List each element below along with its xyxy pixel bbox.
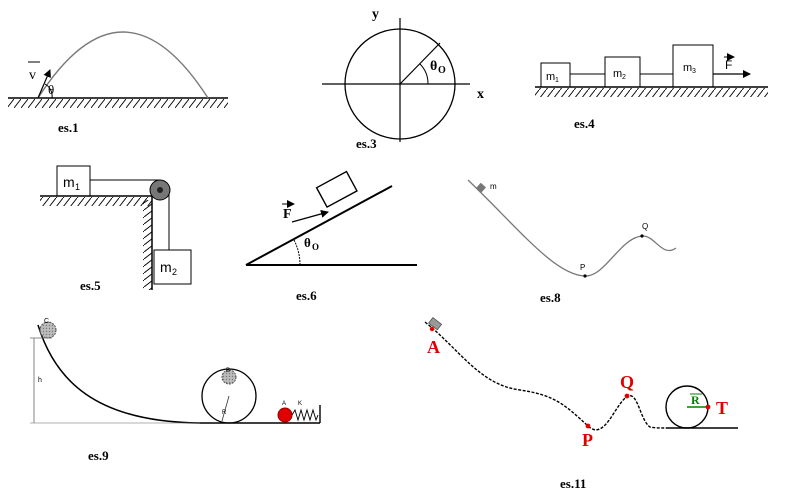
angle-arc: [293, 239, 301, 266]
panel-es4: m 1 m 2 m 3 F es.4: [535, 44, 768, 131]
ball-A: [277, 407, 293, 423]
panel-es6: F θ O es.6: [245, 170, 417, 303]
K-label: K: [298, 401, 302, 407]
m3-subscript: 3: [692, 68, 696, 75]
table-hatch: [40, 197, 152, 206]
m1-label: m: [63, 174, 75, 190]
track-curve: [467, 179, 677, 277]
block-on-incline: [315, 170, 358, 209]
block-m2: [153, 249, 192, 285]
Q-label: Q: [620, 372, 634, 392]
caption-es3: es.3: [356, 136, 377, 151]
y-axis-label: y: [372, 7, 379, 22]
point-P: [585, 423, 591, 429]
caption-es8: es.8: [540, 290, 561, 305]
angle-label: θ: [48, 82, 54, 97]
velocity-vector: [37, 69, 51, 99]
point-Q: [624, 393, 630, 399]
force-label: F: [283, 207, 292, 222]
A-label: A: [282, 401, 286, 407]
point-A: [429, 326, 435, 332]
loop: [201, 368, 257, 424]
m1-label: m: [546, 71, 555, 83]
radius-line: [399, 42, 441, 85]
angle-label: θ: [304, 235, 311, 250]
block-m3: [672, 44, 714, 88]
B-label: B: [226, 368, 230, 374]
point-T: [705, 404, 711, 410]
R-label: R: [691, 393, 700, 407]
m3-label: m: [683, 62, 692, 74]
force-label: F: [725, 58, 732, 72]
T-label: T: [716, 398, 728, 418]
m1-subscript: 1: [75, 182, 80, 192]
panel-es1: v θ es.1: [8, 31, 228, 135]
caption-es4: es.4: [574, 116, 595, 131]
caption-es1: es.1: [58, 120, 79, 135]
loop-radius: [221, 395, 230, 422]
block-A: [428, 316, 443, 331]
point-Q: [640, 234, 644, 238]
A-label: A: [427, 337, 440, 357]
block-m1: [540, 62, 571, 88]
C-label: C: [44, 318, 49, 325]
angle-arc: [419, 63, 429, 85]
angle-subscript: O: [312, 242, 319, 252]
track-curve: [424, 321, 669, 431]
panel-es8: m P Q es.8: [467, 179, 677, 305]
x-axis-label: x: [477, 87, 484, 102]
panel-es11: A P Q R T es.11: [424, 316, 738, 491]
angle-subscript: O: [438, 65, 446, 76]
m1-subscript: 1: [555, 77, 559, 84]
m2-subscript: 2: [622, 74, 626, 81]
block-m2: [604, 56, 641, 88]
block-m1: [56, 165, 91, 197]
ground-hatch: [535, 88, 768, 97]
ball-B: [221, 369, 237, 385]
m2-label: m: [160, 259, 172, 275]
force-arrow: [291, 210, 329, 223]
projectile-trajectory: [37, 31, 209, 99]
R-label: R: [222, 410, 227, 416]
m2-subscript: 2: [172, 267, 177, 277]
h-label: h: [38, 377, 42, 384]
ground-hatch: [8, 99, 228, 108]
caption-es6: es.6: [296, 288, 317, 303]
caption-es9: es.9: [88, 448, 109, 463]
block-m: [476, 182, 486, 193]
P-label: P: [580, 263, 585, 272]
point-P: [583, 274, 587, 278]
spring: [291, 408, 319, 422]
caption-es11: es.11: [560, 476, 586, 491]
panel-es9: C h R B A K es.9: [30, 318, 321, 463]
velocity-label: v: [29, 68, 36, 83]
caption-es5: es.5: [80, 278, 101, 293]
angle-label: θ: [430, 59, 437, 74]
angle-arc: [44, 83, 53, 99]
incline-slope: [245, 185, 393, 266]
Q-label: Q: [642, 222, 648, 231]
panel-es3: y x θ O es.3: [322, 7, 484, 151]
ramp-curve: [37, 324, 201, 424]
m2-label: m: [613, 68, 622, 80]
P-label: P: [582, 430, 593, 450]
pulley-axle: [157, 187, 163, 193]
panel-es5: m 1 m 2 es.5: [40, 165, 192, 293]
m-label: m: [490, 182, 497, 191]
table-side-hatch: [143, 200, 152, 290]
